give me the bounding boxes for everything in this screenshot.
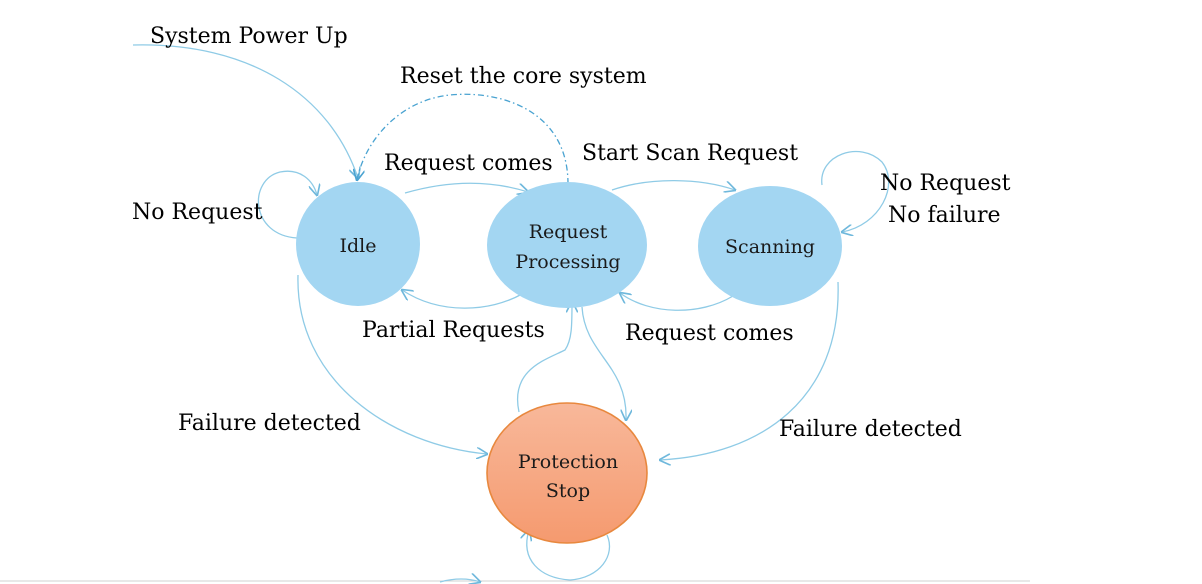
edge-stop-self-loop (527, 530, 611, 581)
edge-processing-to-idle (402, 290, 523, 309)
label-scanning-to-processing: Request comes (625, 321, 794, 346)
label-start-scan: Start Scan Request (582, 141, 798, 166)
edge-scanning-self-loop (821, 150, 890, 232)
label-partial-requests: Partial Requests (362, 318, 545, 343)
node-protection-stop (486, 402, 648, 544)
edge-processing-to-stop (581, 306, 626, 420)
edge-reset-core (357, 93, 569, 185)
edge-idle-to-stop (297, 274, 487, 454)
edge-scanning-to-processing (620, 293, 734, 311)
edge-start-scan (611, 179, 735, 190)
node-protection-stop-label-line1: Protection (518, 451, 618, 473)
node-request-processing (487, 182, 647, 308)
label-scanning-self-line1: No Request (880, 171, 1011, 196)
label-reset-core: Reset the core system (400, 64, 647, 89)
label-idle-failure: Failure detected (178, 411, 361, 436)
node-protection-stop-label-line2: Stop (546, 480, 590, 502)
label-scanning-self-line2: No failure (888, 203, 1001, 228)
label-idle-self: No Request (132, 200, 263, 225)
edge-scanning-to-stop (660, 281, 839, 460)
edge-system-power-up (132, 44, 358, 178)
node-idle (296, 182, 420, 306)
label-idle-to-processing: Request comes (384, 151, 553, 176)
label-system-power-up: System Power Up (150, 24, 348, 49)
edge-stop-to-processing (516, 302, 572, 413)
edge-idle-self-loop (257, 170, 317, 239)
node-request-processing-label-line2: Processing (515, 251, 620, 273)
label-scanning-failure: Failure detected (779, 417, 962, 442)
edge-bottom-partial (439, 579, 480, 582)
node-scanning (698, 186, 842, 306)
node-idle-label: Idle (340, 235, 377, 257)
edge-idle-to-processing (404, 182, 528, 193)
node-scanning-label: Scanning (725, 236, 815, 258)
node-request-processing-label-line1: Request (529, 221, 608, 243)
